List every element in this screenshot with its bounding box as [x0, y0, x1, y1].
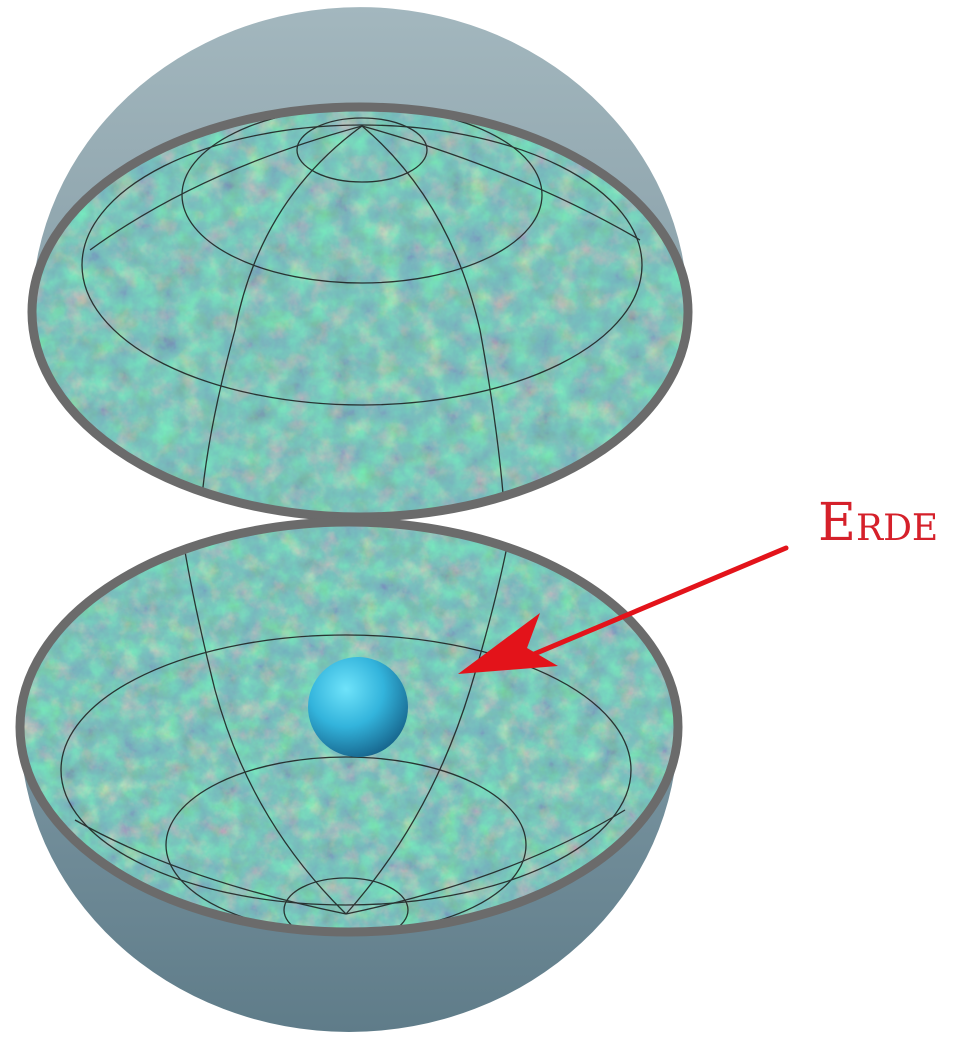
bottom-hemisphere [15, 517, 683, 1032]
earth-label: Erde [818, 493, 938, 553]
top-hemisphere [27, 7, 693, 522]
top-cmb-map [32, 107, 688, 517]
top-graticule [81, 107, 643, 517]
top-rim [27, 102, 693, 522]
pointer-arrow-icon [458, 545, 789, 674]
bottom-rim [15, 517, 683, 937]
bottom-graticule [60, 522, 632, 932]
earth-sphere-icon [308, 657, 408, 757]
